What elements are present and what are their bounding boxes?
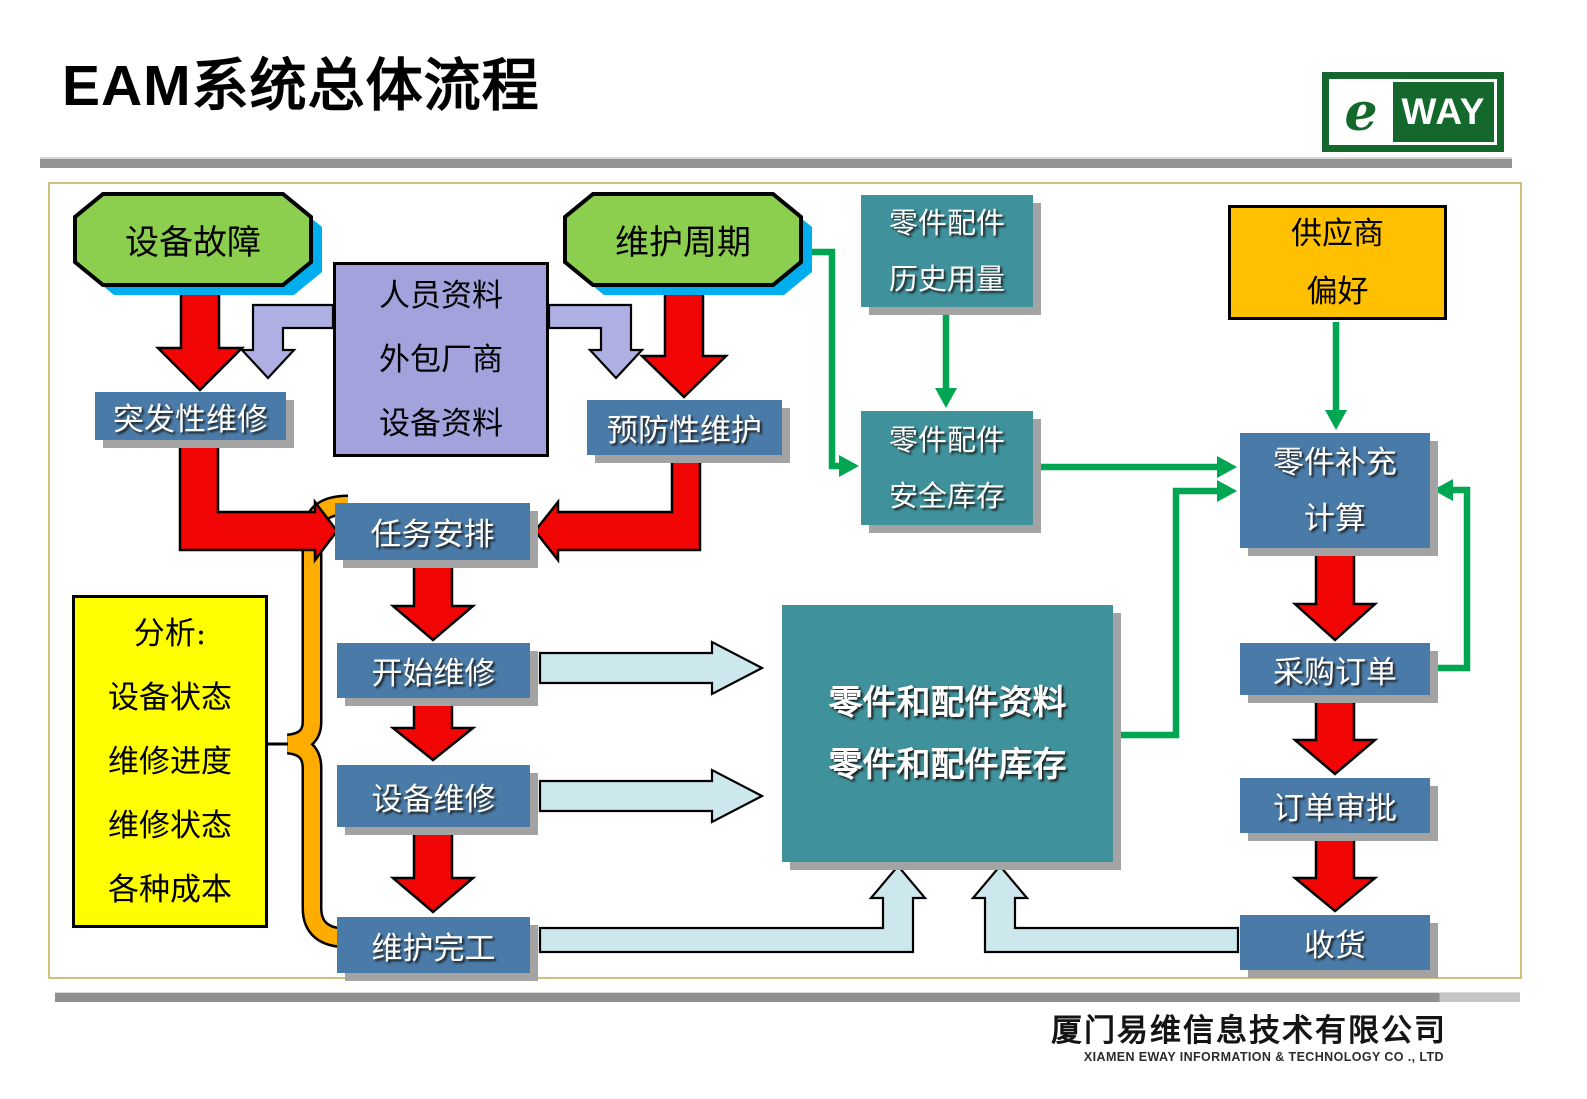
receive-to-central-arrow [970, 864, 1240, 954]
analysis-item-3: 维修状态 [108, 807, 232, 844]
equipment-repair-label: 设备维修 [371, 781, 496, 818]
replenish-to-po-arrow [1291, 546, 1379, 642]
node-order-approval: 订单审批 [1240, 778, 1430, 833]
maintenance-cycle-shape [563, 192, 812, 295]
node-emergency-repair: 突发性维修 [95, 392, 286, 440]
safety-stock-line-1: 零件配件 [888, 423, 1005, 457]
supplier-to-replenish-arrowhead [1325, 410, 1347, 430]
resources-line-1: 人员资料 [379, 277, 503, 314]
resources-line-2: 外包厂商 [379, 341, 503, 378]
maintenance-cycle-label: 维护周期 [615, 223, 751, 263]
supplier-line-1: 供应商 [1291, 215, 1384, 252]
octagon-body [73, 192, 313, 287]
node-replenish-calc: 零件补充 计算 [1240, 433, 1430, 548]
analysis-item-4: 各种成本 [108, 871, 232, 908]
safety-to-replenish-arrowhead [1217, 456, 1237, 478]
replenish-calc-line-1: 零件补充 [1273, 444, 1397, 481]
finish-maintenance-label: 维护完工 [371, 930, 496, 967]
eway-logo-way: WAY [1393, 82, 1494, 142]
parts-history-line-1: 零件配件 [888, 206, 1005, 240]
finish-to-central-arrow [538, 864, 928, 954]
history-to-safety-arrowhead [935, 388, 957, 408]
central-to-replenish-line [1112, 487, 1217, 739]
task-to-start-arrow [389, 558, 477, 642]
resources-to-preventive-arrow [547, 303, 645, 380]
node-equipment-failure: 设备故障 [73, 192, 322, 295]
company-name-cn: 厦门易维信息技术有限公司 [1051, 1013, 1447, 1048]
start-repair-label: 开始维修 [371, 656, 496, 692]
analysis-item-2: 维修进度 [108, 743, 232, 780]
node-parts-history: 零件配件 历史用量 [861, 195, 1033, 307]
node-analysis: 分析: 设备状态 维修进度 维修状态 各种成本 [72, 595, 268, 928]
node-safety-stock: 零件配件 安全库存 [861, 411, 1033, 525]
start-to-repair-arrow [389, 696, 477, 762]
preventive-to-task-arrow [533, 453, 702, 564]
repair-to-finish-arrow [389, 828, 477, 914]
analysis-item-1: 设备状态 [108, 679, 232, 716]
resources-line-3: 设备资料 [379, 405, 503, 442]
parts-central-line-1: 零件和配件资料 [828, 682, 1067, 723]
company-name-en: XIAMEN EWAY INFORMATION & TECHNOLOGY CO … [1083, 1050, 1444, 1064]
cycle-to-safety-arrowhead [839, 455, 859, 477]
start-to-central-arrow [538, 640, 765, 696]
page-title: EAM系统总体流程 [62, 54, 540, 118]
node-start-repair: 开始维修 [337, 643, 530, 698]
central-to-replenish-arrowhead [1217, 480, 1237, 502]
equipment-failure-shape [73, 192, 322, 295]
safety-stock-line-2: 安全库存 [888, 479, 1005, 513]
po-to-replenish-arrowhead [1433, 479, 1453, 501]
po-to-replenish-line [1429, 486, 1471, 672]
replenish-calc-line-2: 计算 [1304, 500, 1366, 537]
node-preventive-maintenance: 预防性维护 [587, 400, 782, 455]
preventive-maintenance-label: 预防性维护 [607, 413, 762, 449]
task-schedule-label: 任务安排 [370, 517, 495, 553]
node-finish-maintenance: 维护完工 [337, 917, 530, 973]
emergency-repair-label: 突发性维修 [113, 401, 268, 438]
parts-central-line-2: 零件和配件库存 [828, 744, 1067, 785]
octagon-body [563, 192, 803, 287]
repair-to-central-arrow [538, 768, 765, 824]
node-supplier: 供应商 偏好 [1228, 205, 1447, 320]
parts-history-line-2: 历史用量 [888, 262, 1005, 296]
supplier-line-2: 偏好 [1306, 273, 1369, 310]
order-approval-label: 订单审批 [1273, 791, 1397, 827]
title-divider [40, 157, 1512, 168]
footer-divider [55, 992, 1520, 1002]
failure-to-emergency-arrow [154, 283, 246, 392]
node-equipment-repair: 设备维修 [337, 765, 530, 827]
analysis-title: 分析: [133, 615, 207, 652]
eway-logo: e WAY [1322, 72, 1504, 152]
node-purchase-order: 采购订单 [1240, 643, 1430, 695]
node-maintenance-cycle: 维护周期 [563, 192, 812, 295]
node-parts-central: 零件和配件资料 零件和配件库存 [782, 605, 1113, 862]
approval-to-receive-arrow [1291, 831, 1379, 913]
equipment-failure-label: 设备故障 [125, 223, 261, 263]
resources-to-emergency-arrow [239, 303, 335, 380]
po-to-approval-arrow [1291, 693, 1379, 776]
purchase-order-label: 采购订单 [1273, 654, 1397, 691]
emergency-to-task-arrow [178, 438, 339, 564]
cycle-to-safety-line [803, 248, 839, 470]
receive-goods-label: 收货 [1304, 928, 1366, 964]
node-resources: 人员资料 外包厂商 设备资料 [333, 262, 549, 457]
analysis-brace [256, 494, 349, 949]
eway-logo-e-icon: e [1344, 81, 1378, 143]
node-task-schedule: 任务安排 [335, 503, 530, 560]
cycle-to-preventive-arrow [638, 286, 730, 399]
node-receive-goods: 收货 [1240, 915, 1430, 970]
